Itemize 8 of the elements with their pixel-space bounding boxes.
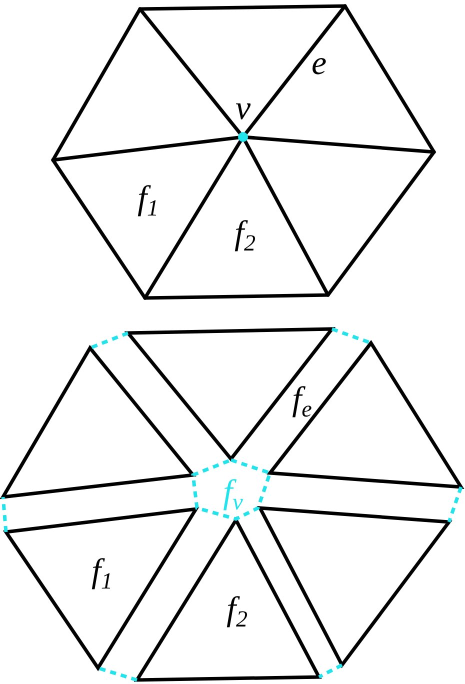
vertex-label: v xyxy=(235,92,251,126)
face-label: f$_{2}$ xyxy=(226,593,248,627)
segment-name-label: e xyxy=(311,47,327,81)
face-label: f$_{1}$ xyxy=(92,555,112,589)
face-label: f$_{1}$ xyxy=(138,182,158,216)
face-label: f$_{v}$ xyxy=(223,476,243,510)
face-label: f$_{2}$ xyxy=(234,217,256,251)
face-label: f$_{e}$ xyxy=(292,383,312,417)
